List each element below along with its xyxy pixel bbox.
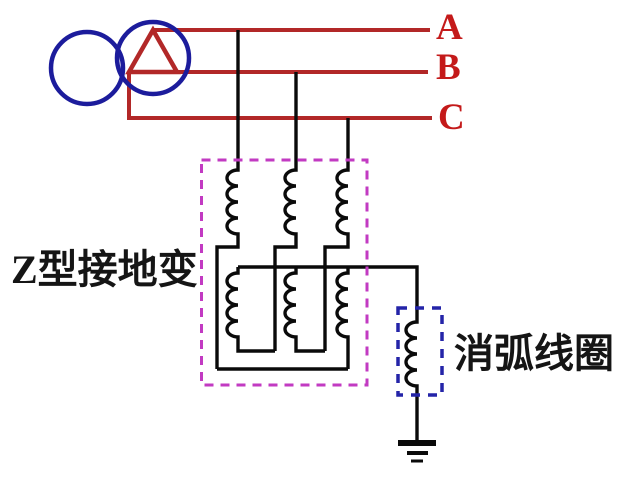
neutral-rail-and-arc-coil: [238, 265, 419, 443]
delta-winding-icon: [125, 25, 181, 75]
source-transformer-symbol: [48, 19, 192, 107]
ground-icon: [398, 440, 436, 463]
arc-suppression-coil-label: 消弧线圈: [454, 331, 614, 376]
zigzag-transformer-windings: [215, 30, 350, 371]
upper-winding-coil-b: [273, 72, 298, 351]
lower-winding-coil-3: [335, 267, 350, 369]
source-winding-circle-left: [48, 29, 126, 107]
phase-c-line: [127, 72, 432, 120]
phase-c-label: C: [438, 97, 465, 138]
zigzag-boundary-box: [200, 158, 369, 387]
upper-winding-coil-c: [323, 118, 350, 351]
lower-winding-coil-2: [283, 267, 325, 353]
zigzag-transformer-label: Z型接地变: [11, 247, 198, 292]
phase-a-label: A: [436, 7, 463, 48]
neutral-connection: [238, 265, 419, 443]
source-winding-circle-right: [114, 19, 192, 97]
upper-winding-coil-a: [215, 30, 240, 369]
lower-winding-coil-1: [225, 267, 275, 353]
phase-b-label: B: [436, 47, 461, 88]
arc-coil-boundary-box: [396, 306, 444, 397]
